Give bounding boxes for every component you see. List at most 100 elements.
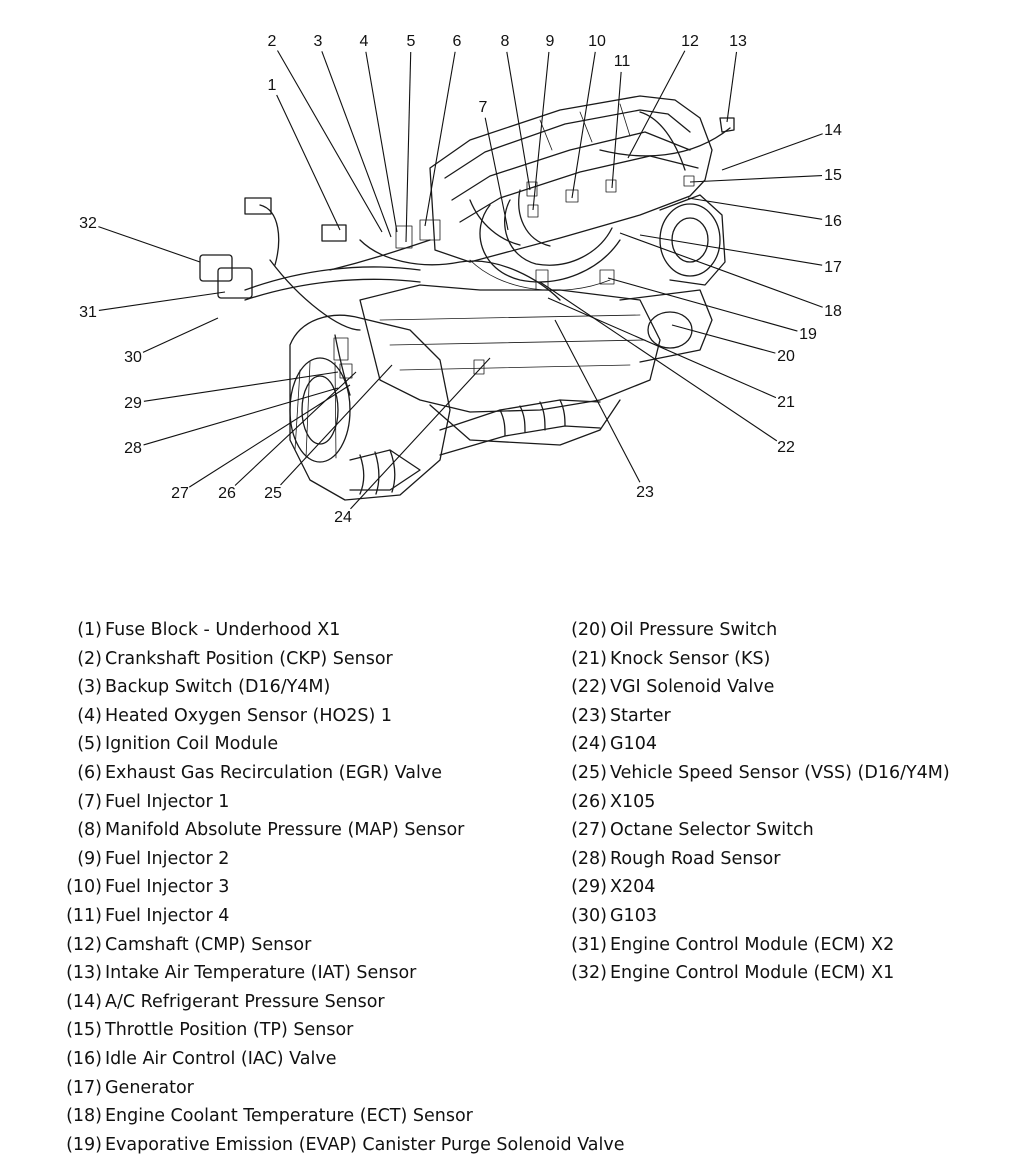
legend-item-code: (4) [77, 705, 102, 726]
legend-item-name: VGI Solenoid Valve [610, 677, 775, 698]
callout-leader-16 [687, 197, 823, 220]
legend-item: (30)G103 [561, 902, 950, 931]
callout-leader-8 [506, 51, 531, 191]
callout-number-5: 5 [407, 33, 416, 50]
legend-item: (32)Engine Control Module (ECM) X1 [561, 959, 950, 988]
legend-item-code: (20) [571, 620, 607, 640]
legend-item-code: (22) [571, 677, 607, 698]
legend-item-name: Idle Air Control (IAC) Valve [105, 1048, 337, 1069]
callout-number-25: 25 [264, 485, 282, 502]
legend-item-code: (16) [66, 1048, 102, 1069]
callout-leader-12 [627, 50, 686, 159]
legend-item: (28)Rough Road Sensor [561, 845, 950, 874]
callout-number-1: 1 [268, 77, 277, 94]
callout-leader-15 [689, 174, 823, 183]
callout-leader-2 [277, 50, 383, 233]
callout-leader-29 [143, 371, 339, 402]
legend-item: (25)Vehicle Speed Sensor (VSS) (D16/Y4M) [561, 759, 950, 788]
callout-number-21: 21 [777, 394, 795, 411]
legend-item: (18)Engine Coolant Temperature (ECT) Sen… [56, 1102, 625, 1131]
callout-leader-30 [142, 317, 219, 353]
legend-item-code: (2) [77, 648, 102, 669]
legend-item-name: X105 [610, 791, 656, 812]
legend-item-name: Rough Road Sensor [610, 848, 781, 869]
legend-item: (17)Generator [56, 1074, 625, 1103]
legend-item-name: Octane Selector Switch [610, 820, 814, 841]
legend-item: (13)Intake Air Temperature (IAT) Sensor [56, 959, 625, 988]
legend-item: (22)VGI Solenoid Valve [561, 673, 950, 702]
legend-right-column: (20)Oil Pressure Switch(21)Knock Sensor … [561, 616, 950, 988]
legend-item-code: (1) [77, 620, 102, 640]
legend-item-name: Heated Oxygen Sensor (HO2S) 1 [105, 705, 393, 726]
callout-leader-19 [607, 277, 798, 332]
legend-item-code: (29) [571, 877, 607, 898]
callout-leader-3 [321, 51, 392, 238]
legend-item-code: (6) [77, 762, 102, 783]
callout-number-27: 27 [171, 485, 189, 502]
legend-item: (15)Throttle Position (TP) Sensor [56, 1016, 625, 1045]
legend-item: (9)Fuel Injector 2 [56, 845, 625, 874]
callout-leader-9 [532, 51, 550, 211]
callout-number-8: 8 [501, 33, 510, 50]
callout-leader-13 [726, 51, 738, 123]
legend-item-name: Throttle Position (TP) Sensor [105, 1020, 354, 1041]
legend-item-name: G104 [610, 734, 657, 755]
callout-leader-23 [554, 319, 641, 483]
legend-item: (3)Backup Switch (D16/Y4M) [56, 673, 625, 702]
callout-number-31: 31 [79, 304, 97, 321]
callout-number-2: 2 [268, 33, 277, 50]
callout-number-17: 17 [824, 259, 842, 276]
legend-item-name: Oil Pressure Switch [610, 620, 778, 640]
callout-number-28: 28 [124, 440, 142, 457]
legend-item: (31)Engine Control Module (ECM) X2 [561, 931, 950, 960]
legend-item-code: (8) [77, 820, 102, 841]
callout-number-9: 9 [546, 33, 555, 50]
legend-item-code: (28) [571, 848, 607, 869]
legend-item: (12)Camshaft (CMP) Sensor [56, 931, 625, 960]
legend-item-name: Intake Air Temperature (IAT) Sensor [105, 963, 417, 984]
callout-number-20: 20 [777, 348, 795, 365]
callout-number-4: 4 [360, 33, 369, 50]
callout-leader-11 [611, 71, 622, 189]
callout-leader-22 [539, 281, 778, 442]
legend-item-name: Exhaust Gas Recirculation (EGR) Valve [105, 762, 442, 783]
legend-item-code: (19) [66, 1134, 102, 1155]
legend-item-code: (12) [66, 934, 102, 955]
legend-item-name: Fuse Block - Underhood X1 [105, 620, 341, 640]
callout-leader-25 [280, 364, 393, 486]
legend-item-name: Vehicle Speed Sensor (VSS) (D16/Y4M) [610, 762, 950, 783]
legend-item: (21)Knock Sensor (KS) [561, 645, 950, 674]
legend-item-name: X204 [610, 877, 656, 898]
legend-item: (26)X105 [561, 788, 950, 817]
callout-number-6: 6 [453, 33, 462, 50]
legend-item-name: Fuel Injector 2 [105, 848, 230, 869]
legend-item-name: Generator [105, 1077, 194, 1098]
callout-leader-21 [547, 297, 777, 399]
legend-item-name: Engine Coolant Temperature (ECT) Sensor [105, 1106, 473, 1127]
callout-leader-24 [350, 357, 491, 510]
legend-item-name: Fuel Injector 4 [105, 905, 230, 926]
callout-number-3: 3 [314, 33, 323, 50]
callout-number-18: 18 [824, 303, 842, 320]
legend-item-code: (32) [571, 963, 607, 984]
legend-item-name: Backup Switch (D16/Y4M) [105, 677, 331, 698]
legend-item-code: (17) [66, 1077, 102, 1098]
callout-leader-1 [276, 94, 341, 231]
callout-leader-4 [365, 51, 398, 233]
legend-item: (20)Oil Pressure Switch [561, 616, 950, 645]
legend-item: (4)Heated Oxygen Sensor (HO2S) 1 [56, 702, 625, 731]
legend-item: (6)Exhaust Gas Recirculation (EGR) Valve [56, 759, 625, 788]
callout-number-19: 19 [799, 326, 817, 343]
engine-illustration [199, 95, 735, 501]
legend-item-name: Camshaft (CMP) Sensor [105, 934, 312, 955]
callout-leader-6 [424, 51, 456, 227]
legend-item-name: Crankshaft Position (CKP) Sensor [105, 648, 393, 669]
callout-number-13: 13 [729, 33, 747, 50]
callout-leader-10 [571, 51, 596, 199]
callout-number-29: 29 [124, 395, 142, 412]
callout-leader-7 [484, 117, 509, 231]
callout-number-12: 12 [681, 33, 699, 50]
legend-item-code: (11) [66, 905, 102, 926]
legend-item-code: (3) [77, 677, 102, 698]
callout-number-22: 22 [777, 439, 795, 456]
